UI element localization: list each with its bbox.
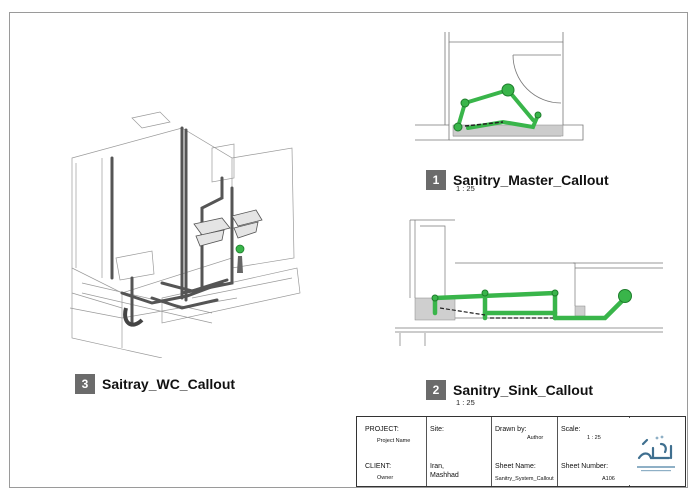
view-name: Sanitry_Sink_Callout	[453, 382, 594, 398]
divider	[491, 417, 492, 486]
sheet-name-value: Sanitry_System_Callout	[495, 476, 554, 482]
plan-master-drawing[interactable]	[413, 30, 585, 160]
scale-label: Scale:	[561, 426, 581, 433]
view-name: Saitray_WC_Callout	[102, 376, 236, 392]
project-label: PROJECT:	[365, 426, 399, 433]
view-number-badge: 3	[75, 374, 95, 394]
view-number-badge: 2	[426, 380, 446, 400]
sheet-number-value: A106	[602, 476, 615, 482]
project-value: Project Name	[377, 438, 411, 444]
site-label: Site:	[430, 426, 445, 433]
divider	[557, 417, 558, 486]
sheet-border	[9, 12, 688, 488]
title-block: PROJECT: Project Name Site: Drawn by: Au…	[356, 416, 686, 487]
divider	[426, 417, 427, 486]
view-number-badge: 1	[426, 170, 446, 190]
company-logo	[628, 418, 684, 485]
view-title-3[interactable]: 3 Saitray_WC_Callout	[75, 374, 235, 394]
site-value-line1: Iran,	[430, 463, 445, 470]
drawn-by-value: Author	[527, 435, 544, 441]
view-name: Sanitry_Master_Callout	[453, 172, 609, 188]
client-value: Owner	[377, 475, 394, 481]
sheet-name-label: Sheet Name:	[495, 463, 536, 470]
view-scale: 1 : 25	[456, 398, 475, 407]
scale-value: 1 : 25	[587, 435, 601, 441]
isometric-wc-drawing[interactable]	[62, 108, 312, 358]
sheet-number-label: Sheet Number:	[561, 463, 609, 470]
view-title-1[interactable]: 1 Sanitry_Master_Callout	[426, 170, 609, 190]
logo-mark-icon	[631, 421, 681, 482]
client-label: CLIENT:	[365, 463, 392, 470]
sink-elevation-drawing[interactable]	[395, 218, 665, 348]
view-scale: 1 : 25	[456, 184, 475, 193]
view-title-2[interactable]: 2 Sanitry_Sink_Callout	[426, 380, 593, 400]
site-value-line2: Mashhad	[430, 472, 459, 479]
drawn-by-label: Drawn by:	[495, 426, 527, 433]
